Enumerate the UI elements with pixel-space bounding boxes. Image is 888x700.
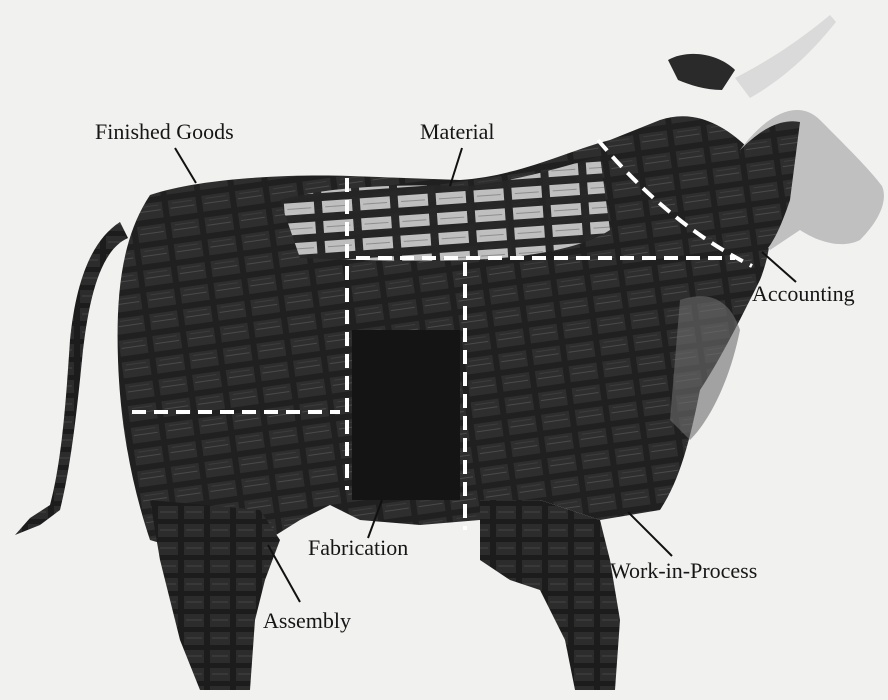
label-finished-goods: Finished Goods (95, 121, 234, 143)
label-work-in-process: Work-in-Process (610, 560, 757, 582)
horn-shape (735, 15, 836, 98)
material-region (280, 156, 610, 261)
label-assembly: Assembly (263, 610, 351, 632)
ear-shape (668, 54, 735, 90)
fabrication-region (352, 330, 460, 500)
leader-finished-goods (175, 148, 196, 183)
label-accounting: Accounting (752, 283, 855, 305)
label-material: Material (420, 121, 495, 143)
leader-accounting (762, 252, 796, 282)
leader-work-in-process (628, 512, 672, 556)
hind-leg-shape (150, 500, 280, 690)
front-leg-shape (480, 500, 620, 690)
chest-region (670, 296, 740, 440)
leader-assembly (268, 545, 300, 602)
tail-shape (15, 222, 128, 535)
label-fabrication: Fabrication (308, 537, 408, 559)
